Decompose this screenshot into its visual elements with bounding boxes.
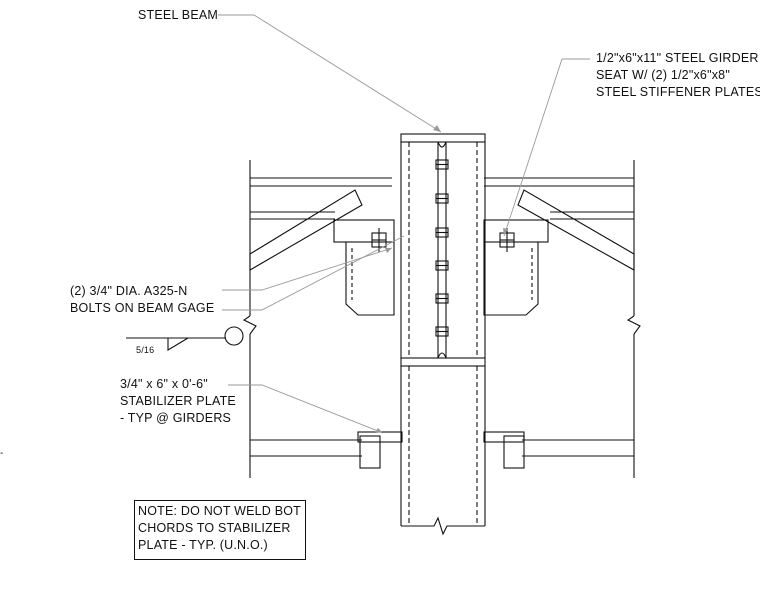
note-line2: CHORDS TO STABILIZER <box>138 521 291 535</box>
leader-lines <box>218 14 590 434</box>
steel-beam-label: STEEL BEAM <box>138 8 219 22</box>
right-girder <box>484 160 641 478</box>
seat-bolts <box>371 228 515 252</box>
note-line1: NOTE: DO NOT WELD BOT <box>138 504 302 518</box>
bolts-label-line1: (2) 3/4" DIA. A325-N <box>70 284 188 298</box>
bolts-label-line2: BOLTS ON BEAM GAGE <box>70 301 215 315</box>
note-box <box>134 500 306 560</box>
note-line3: PLATE - TYP. (U.N.O.) <box>138 538 268 552</box>
weld-symbol <box>126 326 244 351</box>
bottom-chords <box>250 431 634 469</box>
stabilizer-label-line3: - TYP @ GIRDERS <box>120 411 232 425</box>
weld-size-label: 5/16 <box>136 345 155 355</box>
steel-column <box>400 133 486 536</box>
stabilizer-label-line2: STABILIZER PLATE <box>120 394 236 408</box>
web-bolts <box>435 159 449 337</box>
girder-seat-label-line3: STEEL STIFFENER PLATES <box>596 85 760 99</box>
girder-seat-label-line2: SEAT W/ (2) 1/2"x6"x8" <box>596 68 730 82</box>
left-girder <box>242 160 392 478</box>
girder-seat-label-line1: 1/2"x6"x11" STEEL GIRDER <box>596 51 759 65</box>
svg-text:-: - <box>0 448 3 459</box>
right-girder-seat <box>483 219 549 316</box>
stabilizer-label-line1: 3/4" x 6" x 0'-6" <box>120 377 208 391</box>
